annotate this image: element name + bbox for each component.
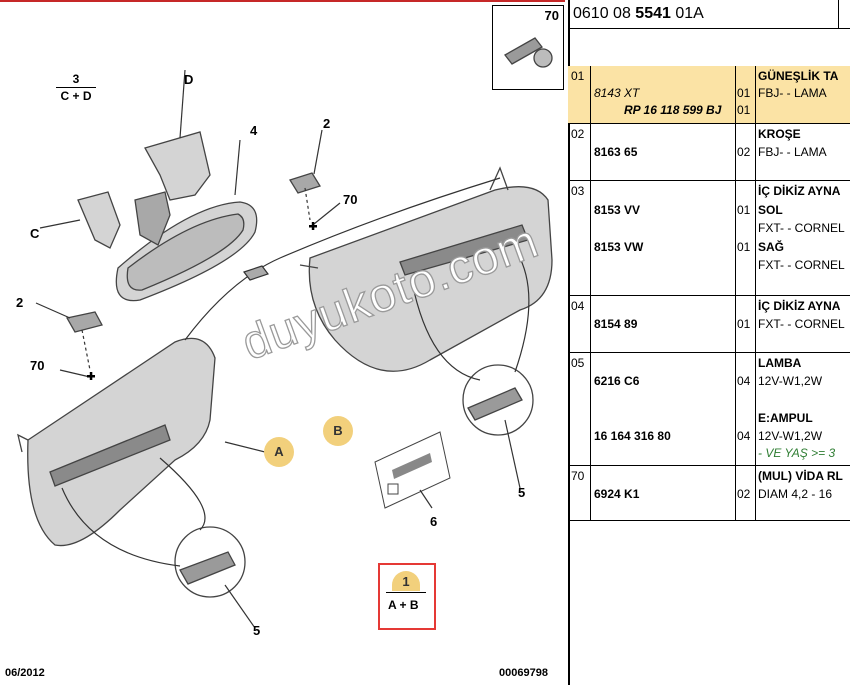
label-70-top: 70 <box>343 192 358 207</box>
doc-number: 00069798 <box>499 667 548 679</box>
date-label: 06/2012 <box>5 667 45 679</box>
mirror-cover-d <box>144 131 211 201</box>
panel-subheader <box>568 28 850 67</box>
label-4: 4 <box>250 123 258 138</box>
table-row[interactable]: 70 6924 K1 02 (MUL) VİDA RL DIAM 4,2 - 1… <box>568 466 850 521</box>
diagram-code: 0610 08 5541 01A <box>573 5 704 22</box>
callout-a: A <box>264 437 294 467</box>
label-5-left: 5 <box>253 623 261 638</box>
clip-top <box>289 172 321 194</box>
table-row[interactable]: 02 8163 65 02 KROŞE FBJ- - LAMA <box>568 124 850 181</box>
panel-divider <box>568 0 570 685</box>
sun-visor-left <box>27 337 216 547</box>
key-den: A + B <box>388 598 419 612</box>
part-3-fraction: 3 C + D <box>52 72 100 104</box>
label-6: 6 <box>430 514 438 529</box>
screw-box-number: 70 <box>544 8 559 23</box>
table-row[interactable]: 04 8154 89 01 İÇ DİKİZ AYNA FXT- - CORNE… <box>568 296 850 353</box>
top-border-line <box>0 0 565 2</box>
label-5-right: 5 <box>518 485 526 500</box>
parts-panel: 0610 08 5541 01A 01 8143 XT RP 16 118 59… <box>568 0 850 685</box>
key-num: 1 <box>392 571 420 591</box>
label-c: C <box>30 226 40 241</box>
diagram-drawing <box>17 37 553 629</box>
mirror-base <box>134 191 171 246</box>
label-d: D <box>184 72 194 87</box>
label-2-left: 2 <box>16 295 24 310</box>
header-separator <box>838 0 839 28</box>
table-row[interactable]: 01 8143 XT RP 16 118 599 BJ 01 01 GÜNEŞL… <box>568 66 850 124</box>
label-70-left: 70 <box>30 358 45 373</box>
clip-left <box>65 311 103 333</box>
table-row[interactable]: 03 8153 VV 8153 VW 01 01 İÇ DİKİZ AYNA S… <box>568 181 850 296</box>
exploded-diagram: 3 C + D D C 4 2 70 2 70 5 5 6 A B 1 A + … <box>5 5 564 679</box>
mirror-cover-c <box>77 191 121 249</box>
sun-visor-right <box>308 186 553 372</box>
callout-b: B <box>323 416 353 446</box>
table-row[interactable]: 05 6216 C6 16 164 316 80 04 04 LAMBA 12V… <box>568 353 850 466</box>
label-2-top: 2 <box>323 116 331 131</box>
key-box: 1 A + B <box>378 563 436 630</box>
screw-box: 70 <box>492 5 564 90</box>
key-divider <box>386 592 426 593</box>
panel-header: 0610 08 5541 01A <box>568 0 850 29</box>
